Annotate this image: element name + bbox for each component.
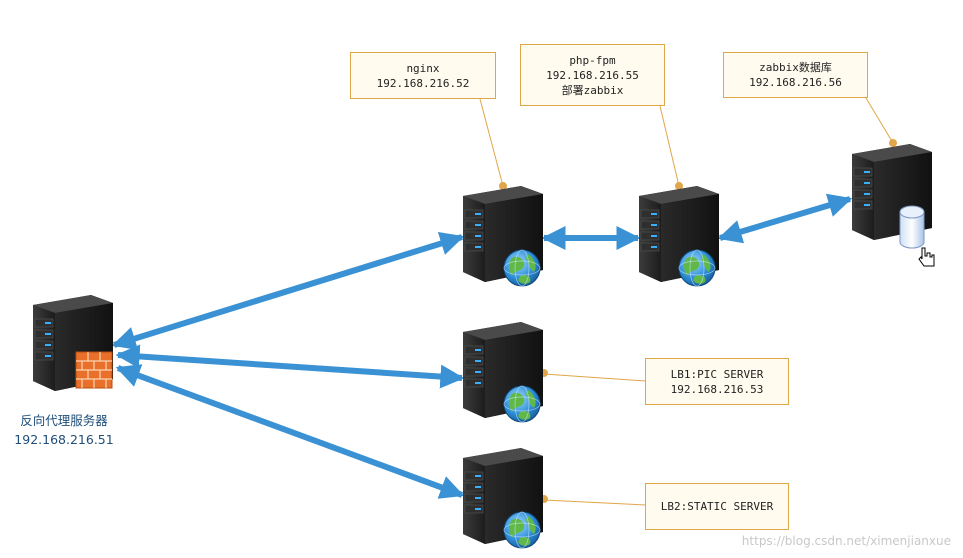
node-name: 反向代理服务器 xyxy=(20,413,108,428)
arrow-proxy-lb1 xyxy=(115,344,465,389)
node-ip: 192.168.216.52 xyxy=(376,76,470,90)
callout-nginx: nginx 192.168.216.52 xyxy=(350,52,496,99)
proxy-label: 反向代理服务器 192.168.216.51 xyxy=(0,411,128,449)
node-ip: 192.168.216.53 xyxy=(670,382,764,396)
callout-php-fpm: php-fpm 192.168.216.55 部署zabbix xyxy=(520,44,665,106)
firewall-icon xyxy=(75,351,113,389)
database-icon xyxy=(899,205,925,249)
globe-icon xyxy=(503,249,541,287)
node-name: nginx xyxy=(406,61,440,75)
node-name: LB1:PIC SERVER xyxy=(670,367,764,381)
globe-icon xyxy=(503,385,541,423)
globe-icon xyxy=(503,511,541,549)
globe-icon xyxy=(678,249,716,287)
watermark: https://blog.csdn.net/ximenjianxue xyxy=(741,534,951,548)
arrow-phpfpm-db xyxy=(717,193,853,244)
node-name: zabbix数据库 xyxy=(759,61,832,74)
arrow-proxy-nginx xyxy=(111,231,465,351)
node-ip: 192.168.216.51 xyxy=(14,432,114,447)
node-ip: 192.168.216.55 xyxy=(546,68,639,82)
node-name: php-fpm xyxy=(569,53,616,67)
node-ip: 192.168.216.56 xyxy=(749,76,842,89)
callout-lb1: LB1:PIC SERVER 192.168.216.53 xyxy=(645,358,789,405)
callout-leader-lines xyxy=(479,97,897,506)
connection-arrows xyxy=(111,193,853,499)
arrow-proxy-lb2 xyxy=(115,364,465,499)
callout-lb2: LB2:STATIC SERVER xyxy=(645,483,789,530)
node-name: LB2:STATIC SERVER xyxy=(660,500,774,513)
hand-cursor-icon xyxy=(918,247,935,267)
callout-zabbix-db: zabbix数据库 192.168.216.56 xyxy=(723,52,868,98)
node-note: 部署zabbix xyxy=(561,83,624,97)
